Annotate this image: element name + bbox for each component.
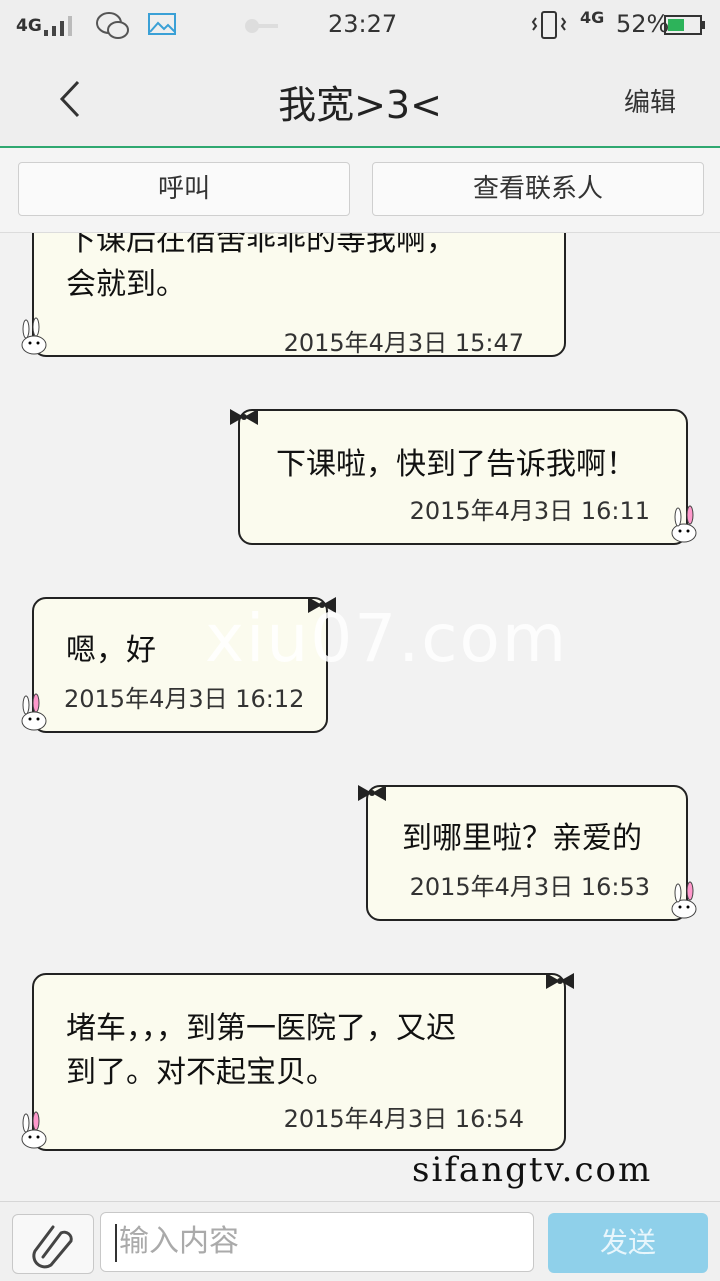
message-bubble-sent[interactable]: 下课啦，快到了告诉我啊！ 2015年4月3日 16:11 <box>238 409 688 545</box>
status-bar: 4G 23:27 4G 52% <box>0 0 720 52</box>
ribbon-bow-icon <box>546 973 574 989</box>
bunny-icon <box>671 505 697 543</box>
clock: 23:27 <box>328 10 398 38</box>
message-text: 嗯，好 <box>66 633 156 668</box>
gallery-icon <box>148 13 176 35</box>
bunny-icon <box>21 693 47 731</box>
back-icon[interactable] <box>52 74 92 124</box>
text-cursor <box>115 1223 117 1262</box>
page-title: 我宽>3< <box>278 83 442 127</box>
message-input[interactable]: 输入内容 <box>100 1212 534 1272</box>
message-text: 到哪里啦？亲爱的 <box>402 821 642 856</box>
paperclip-icon <box>32 1225 73 1269</box>
bunny-icon <box>21 1111 47 1149</box>
key-icon <box>245 19 278 33</box>
message-time: 2015年4月3日 16:53 <box>409 873 650 901</box>
view-contact-button[interactable]: 查看联系人 <box>372 162 704 216</box>
network-type-right: 4G <box>580 8 605 27</box>
message-time: 2015年4月3日 16:54 <box>283 1105 524 1133</box>
message-bubble-received[interactable]: 下课后在宿舍乖乖的等我啊， 会就到。 2015年4月3日 15:47 <box>32 233 566 357</box>
wechat-icon <box>96 12 129 39</box>
network-type-left: 4G <box>16 16 42 36</box>
watermark: sifangtv.com <box>412 1150 653 1190</box>
send-button[interactable]: 发送 <box>548 1213 708 1273</box>
message-bubble-received[interactable]: 嗯，好 2015年4月3日 16:12 <box>32 597 328 733</box>
vibrate-icon <box>531 11 567 39</box>
input-bar: 输入内容 发送 <box>0 1201 720 1281</box>
watermark: xiu07.com <box>205 600 569 677</box>
call-button[interactable]: 呼叫 <box>18 162 350 216</box>
edit-button[interactable]: 编辑 <box>623 88 676 118</box>
message-bubble-received[interactable]: 堵车，，，到第一医院了，又迟 到了。对不起宝贝。 2015年4月3日 16:54 <box>32 973 566 1151</box>
title-bar: 我宽>3< 编辑 <box>0 52 720 148</box>
message-text: 下课啦，快到了告诉我啊！ <box>276 447 636 482</box>
ribbon-bow-icon <box>358 785 386 801</box>
message-bubble-sent[interactable]: 到哪里啦？亲爱的 2015年4月3日 16:53 <box>366 785 688 921</box>
attach-button[interactable] <box>12 1214 94 1274</box>
message-time: 2015年4月3日 16:12 <box>64 685 305 713</box>
action-bar: 呼叫 查看联系人 <box>0 148 720 233</box>
message-time: 2015年4月3日 15:47 <box>283 329 524 357</box>
battery-percent: 52% <box>616 10 670 38</box>
message-text: 会就到。 <box>66 267 186 302</box>
signal-icon <box>44 16 72 36</box>
message-text: 下课后在宿舍乖乖的等我啊， <box>66 233 456 258</box>
message-list: 下课后在宿舍乖乖的等我啊， 会就到。 2015年4月3日 15:47 下课啦，快… <box>0 233 720 1201</box>
message-text: 到了。对不起宝贝。 <box>66 1055 336 1090</box>
ribbon-bow-icon <box>230 409 258 425</box>
bunny-icon <box>21 317 47 355</box>
message-time: 2015年4月3日 16:11 <box>409 497 650 525</box>
message-text: 堵车，，，到第一医院了，又迟 <box>66 1011 456 1046</box>
message-input-placeholder: 输入内容 <box>119 1224 239 1259</box>
bunny-icon <box>671 881 697 919</box>
ribbon-bow-icon <box>308 597 336 613</box>
battery-icon <box>664 15 705 35</box>
